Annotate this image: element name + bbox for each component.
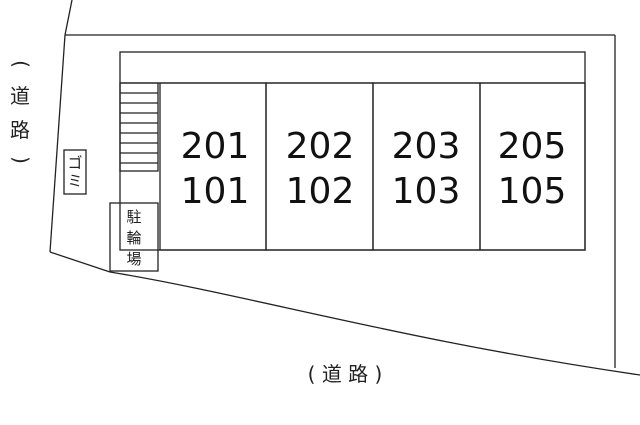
garbage-char-2: ミ: [67, 172, 82, 190]
road-left-char-1: 道: [10, 84, 30, 108]
bicycle-char-3: 場: [126, 250, 141, 268]
road-left-close: ): [9, 156, 33, 164]
bicycle-char-1: 駐: [126, 208, 141, 226]
staircase: [119, 82, 159, 172]
unit-lower-3: 103: [392, 171, 461, 212]
unit-upper-1: 201: [181, 126, 250, 167]
bicycle-char-2: 輪: [126, 229, 141, 247]
unit-upper-3: 203: [392, 126, 461, 167]
bicycle-parking: 駐 輪 場: [109, 202, 159, 272]
unit-upper-2: 202: [286, 126, 355, 167]
road-left-char-2: 路: [10, 118, 30, 142]
building: 201 101 202 102 203 103 205 105: [119, 51, 586, 251]
garbage-char-1: ゴ: [67, 154, 82, 172]
unit-box-4: [479, 82, 586, 251]
unit-lower-4: 105: [498, 171, 567, 212]
garbage-area: ゴ ミ: [63, 149, 87, 195]
road-bottom-label: ( 道 路 ): [308, 362, 383, 386]
road-left-label: ( 道 路 ): [9, 60, 33, 164]
lot-boundary: [49, 0, 640, 376]
unit-lower-1: 101: [181, 171, 250, 212]
unit-upper-4: 205: [498, 126, 567, 167]
unit-lower-2: 102: [286, 171, 355, 212]
road-left-open: (: [9, 60, 33, 68]
